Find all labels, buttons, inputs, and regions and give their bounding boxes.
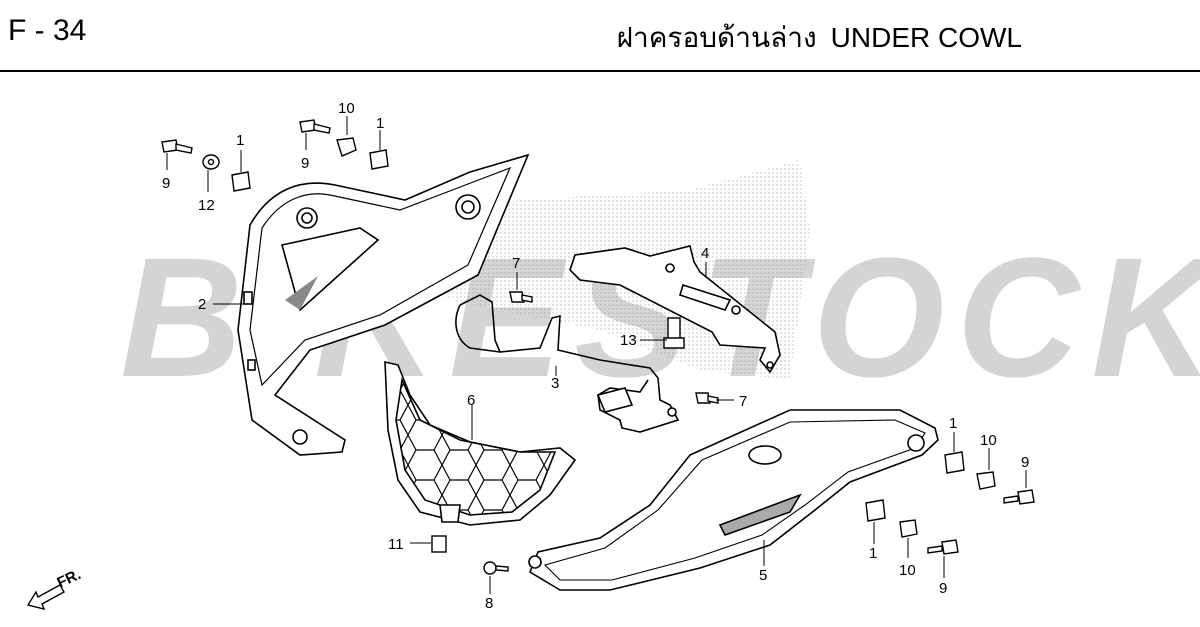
callout-4: 4: [701, 245, 709, 262]
callout-9: 9: [301, 155, 309, 172]
parts-diagram: 9 12 1 9 10 1 2 7 4 13 3 7 6 1 10 9 1 10…: [26, 100, 1035, 612]
callout-1: 1: [236, 132, 244, 149]
front-direction-arrow: FR.: [26, 566, 84, 611]
part-3-stay: [455, 294, 680, 433]
callout-8: 8: [485, 595, 493, 612]
part-4-bracket: [569, 245, 781, 374]
callout-3: 3: [551, 375, 559, 392]
callout-5: 5: [759, 567, 767, 584]
callout-10: 10: [899, 562, 916, 579]
callout-9: 9: [162, 175, 170, 192]
callout-9: 9: [939, 580, 947, 597]
callout-10: 10: [338, 100, 355, 117]
front-direction-label: FR.: [55, 566, 84, 592]
page-code: F - 34: [8, 14, 87, 47]
small-hardware: [161, 119, 1035, 575]
callout-2: 2: [198, 296, 206, 313]
callout-labels: 9 12 1 9 10 1 2 7 4 13 3 7 6 1 10 9 1 10…: [162, 100, 1029, 612]
title-english: UNDER COWL: [830, 22, 1022, 53]
callout-1: 1: [376, 115, 384, 132]
part-2-left-cowl: [237, 153, 530, 456]
callout-13: 13: [620, 332, 637, 349]
leader-lines: [166, 116, 1027, 594]
callout-1: 1: [949, 415, 957, 432]
part-13-bolt: [663, 317, 685, 349]
callout-7: 7: [739, 393, 747, 410]
page-title: ฝาครอบด้านล่าง UNDER COWL: [617, 16, 1022, 60]
title-thai: ฝาครอบด้านล่าง: [616, 21, 817, 54]
callout-11: 11: [388, 536, 404, 553]
callout-9: 9: [1021, 454, 1029, 471]
callout-10: 10: [980, 432, 997, 449]
header-divider: [0, 70, 1200, 72]
page-header: F - 34 ฝาครอบด้านล่าง UNDER COWL: [0, 0, 1200, 72]
callout-12: 12: [198, 197, 215, 214]
part-6-grille: [384, 360, 577, 526]
callout-1: 1: [869, 545, 877, 562]
part-5-right-cowl: [528, 409, 939, 591]
callout-6: 6: [467, 392, 475, 409]
callout-7: 7: [512, 255, 520, 272]
